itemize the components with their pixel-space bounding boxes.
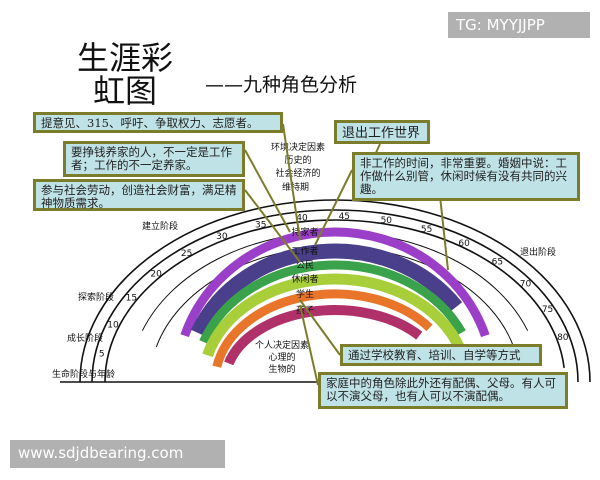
age-label-25: 25 xyxy=(181,249,192,259)
page-subtitle: ——九种角色分析 xyxy=(205,74,358,96)
age-arc-2 xyxy=(104,219,565,383)
callout-student: 通过学校教育、培训、自学等方式 xyxy=(340,344,542,366)
leader-line-1 xyxy=(244,149,291,233)
leader-line-6 xyxy=(299,299,341,356)
stage-label-2: 探索阶段 xyxy=(78,291,114,303)
leader-line-7 xyxy=(299,304,319,386)
role-band-3 xyxy=(202,273,468,358)
age-label-70: 70 xyxy=(520,280,532,290)
stage-label-5: 退出阶段 xyxy=(520,246,556,258)
callout-worker: 参与社会劳动，创造社会财富，满足精神物质需求。 xyxy=(33,179,245,211)
age-label-5: 5 xyxy=(99,349,105,359)
age-label-45: 45 xyxy=(339,212,350,222)
age-label-15: 15 xyxy=(126,294,137,304)
role-label-4: 学生 xyxy=(296,288,314,300)
role-band-0 xyxy=(180,227,490,338)
leader-line-4 xyxy=(314,169,353,246)
age-label-20: 20 xyxy=(150,269,162,279)
callout-citizen: 提意见、315、呼吁、争取权力、志愿者。 xyxy=(33,112,283,133)
age-label-60: 60 xyxy=(458,239,470,249)
role-band-2 xyxy=(199,260,466,344)
callout-child: 家庭中的角色除此外还有配偶、父母。有人可以不演父母，也有人可以不演配偶。 xyxy=(318,372,568,409)
stage-label-0: 生命阶段与年龄 xyxy=(52,368,115,380)
callout-leisure: 非工作的时间，非常重要。婚姻中说：工作做什么别管，休闲时候有没有共同的兴趣。 xyxy=(352,152,580,201)
watermark-bottom: www.sdjdbearing.com xyxy=(10,440,225,468)
leader-line-0 xyxy=(282,123,301,241)
age-label-30: 30 xyxy=(216,232,228,242)
age-arc-0 xyxy=(79,199,591,383)
leader-line-2 xyxy=(244,189,301,263)
age-label-40: 40 xyxy=(296,214,308,224)
age-label-55: 55 xyxy=(421,225,432,235)
env-factor-2: 社会经济的 xyxy=(275,167,320,179)
role-label-0: 持家者 xyxy=(291,226,318,238)
age-label-50: 50 xyxy=(381,216,393,226)
role-band-4 xyxy=(212,289,433,368)
stage-label-3: 建立阶段 xyxy=(142,220,178,232)
stage-label-4: 维持期 xyxy=(282,181,309,193)
personal-factor-1: 心理的 xyxy=(268,351,295,363)
role-label-1: 工作者 xyxy=(291,245,318,257)
age-label-10: 10 xyxy=(107,321,119,331)
callout-homemaker: 要挣钱养家的人，不一定是工作者；工作的不一定养家。 xyxy=(63,141,245,177)
age-label-35: 35 xyxy=(255,220,266,230)
callout-retire: 退出工作世界 xyxy=(334,120,430,144)
leader-line-5 xyxy=(439,195,449,271)
role-label-3: 休闲者 xyxy=(291,273,318,285)
watermark-top: TG: MYYJJPP xyxy=(448,12,590,38)
age-arc-1 xyxy=(91,209,579,383)
role-band-5 xyxy=(224,305,423,366)
age-label-65: 65 xyxy=(492,257,503,267)
age-label-75: 75 xyxy=(542,305,553,315)
personal-factor-0: 个人决定因素 xyxy=(255,339,309,351)
personal-factor-2: 生物的 xyxy=(268,363,295,375)
env-factor-0: 环境决定因素 xyxy=(271,141,325,153)
env-factor-1: 历史的 xyxy=(284,154,311,166)
role-band-1 xyxy=(190,243,463,337)
age-label-80: 80 xyxy=(557,333,569,343)
role-label-2: 公民 xyxy=(296,260,314,271)
page-title: 生涯彩虹图 xyxy=(76,39,173,110)
stage-label-1: 成长阶段 xyxy=(67,332,103,344)
